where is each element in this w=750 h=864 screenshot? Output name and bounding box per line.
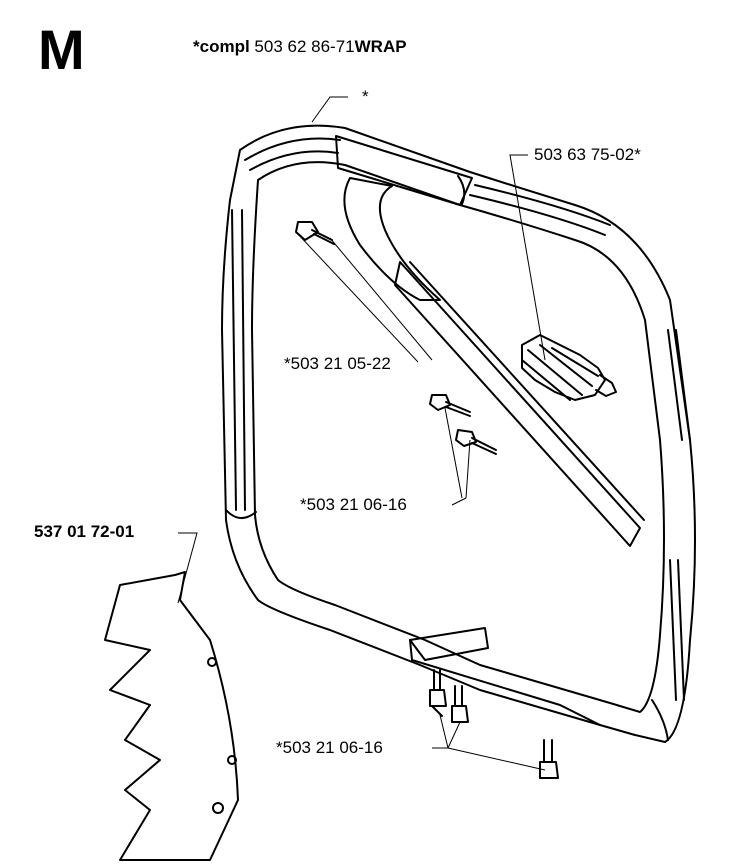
screw-shapes <box>295 221 559 779</box>
part-label-star: * <box>360 87 371 107</box>
assembly-number: 503 62 86-71 <box>254 37 355 56</box>
handlebar-frame-inner <box>251 161 665 713</box>
section-letter: M <box>38 18 85 81</box>
diagonal-bar-edge <box>409 261 645 521</box>
handlebar-frame-outer <box>221 124 696 743</box>
part-label-screw-bottom: *503 21 06-16 <box>274 738 385 758</box>
part-label-heat-shield: 537 01 72-01 <box>32 522 137 542</box>
part-label-handle-grip: 503 63 75-02* <box>532 145 643 165</box>
assembly-prefix: *compl <box>193 37 250 56</box>
grip-coil <box>521 334 606 401</box>
assembly-header: *compl 503 62 86-71WRAP <box>193 37 407 57</box>
mount-plate-2 <box>409 639 601 726</box>
heat-shield-shape <box>104 571 239 861</box>
part-label-screw-upper: *503 21 05-22 <box>282 354 393 374</box>
assembly-suffix: WRAP <box>354 37 407 56</box>
grip-top <box>335 135 473 206</box>
part-label-screw-mid: *503 21 06-16 <box>298 495 409 515</box>
curved-bracket <box>343 177 441 301</box>
mount-plate <box>409 627 489 661</box>
diagonal-bar <box>394 261 641 547</box>
leader-lines <box>177 96 546 771</box>
rib-lines <box>225 137 691 741</box>
